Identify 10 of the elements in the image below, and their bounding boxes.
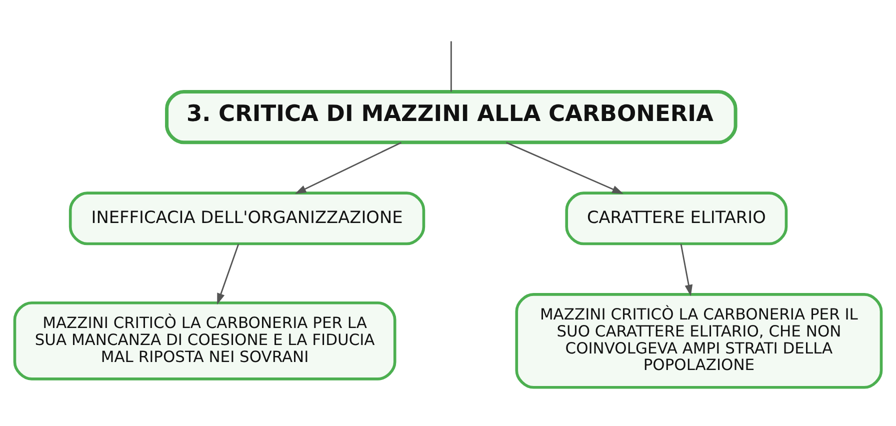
node-box: 3. CRITICA DI MAZZINI ALLA CARBONERIA	[165, 89, 738, 144]
arrow	[217, 243, 240, 304]
node-box: CARATTERE ELITARIO	[565, 191, 788, 245]
node-box: MAZZINI CRITICÒ LA CARBONERIA PER LA SUA MANCANZA DI COESIONE E LA FIDUCIA MAL RIPOSTA NEI SOVRANI	[13, 301, 396, 380]
node-box: INEFFICACIA DELL'ORGANIZZAZIONE	[68, 191, 426, 245]
arrow	[294, 141, 402, 194]
node-box: MAZZINI CRITICÒ LA CARBONERIA PER IL SUO CARATTERE ELITARIO, CHE NON COINVOLGEVA AMPI STRATI DELLA POPOLAZIONE	[515, 292, 883, 388]
arrow	[680, 243, 693, 296]
arrow	[506, 141, 624, 194]
connector	[450, 40, 452, 92]
